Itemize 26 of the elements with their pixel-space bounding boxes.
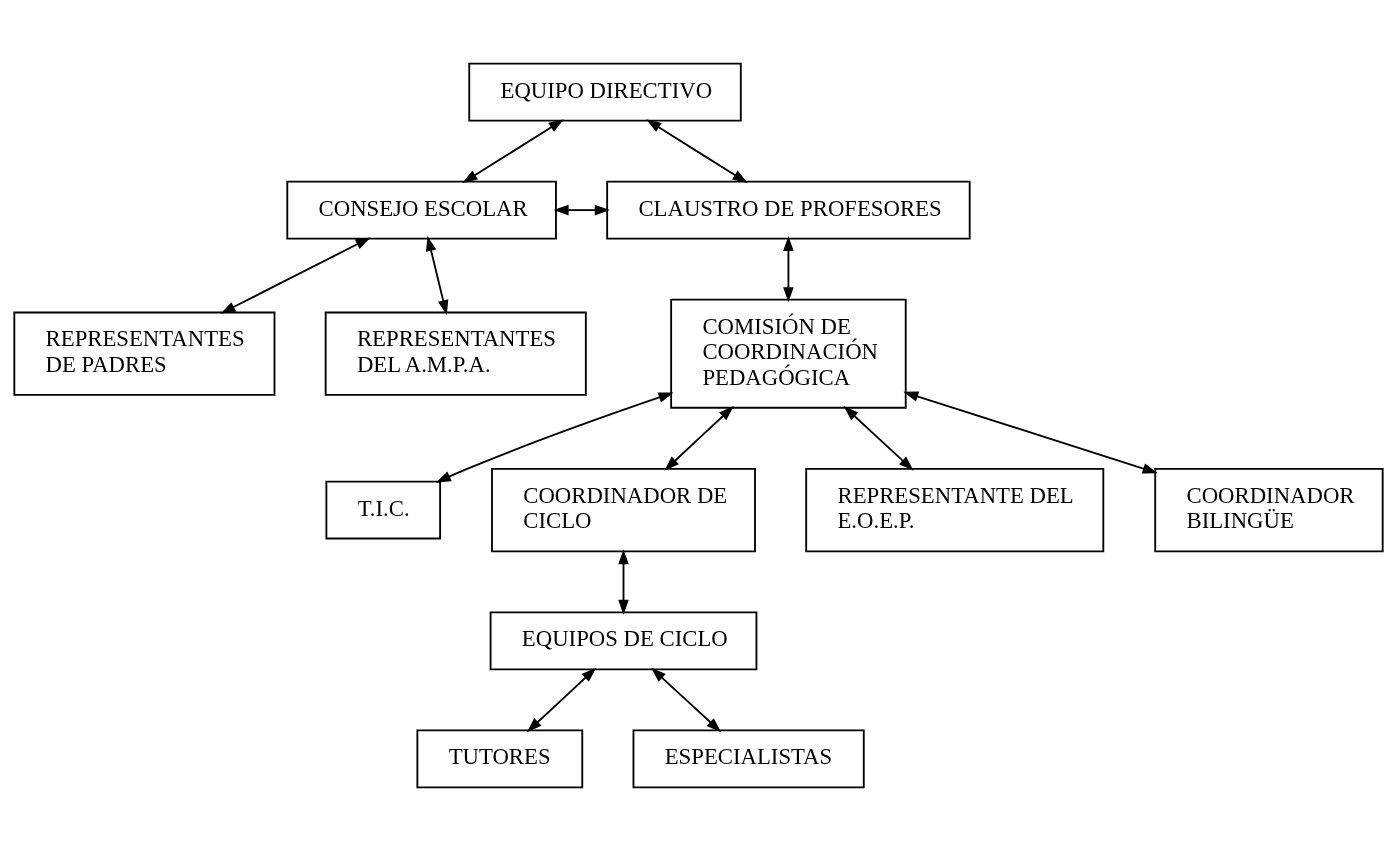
node-box: REPRESENTANTES DEL A.M.P.A. bbox=[324, 311, 587, 396]
arrow bbox=[903, 391, 1158, 474]
node-box: REPRESENTANTE DEL E.O.E.P. bbox=[805, 467, 1105, 553]
arrow bbox=[220, 237, 371, 314]
arrow bbox=[783, 235, 794, 303]
arrow bbox=[435, 392, 674, 483]
arrow bbox=[526, 667, 597, 733]
node-box: COORDINADOR BILINGÜE bbox=[1154, 467, 1384, 553]
node-box: CLAUSTRO DE PROFESORES bbox=[606, 180, 971, 240]
node-box: COMISIÓN DE COORDINACIÓN PEDAGÓGICA bbox=[670, 298, 907, 409]
node-box: COORDINADOR DE CICLO bbox=[491, 467, 756, 553]
node-box: REPRESENTANTES DE PADRES bbox=[13, 311, 276, 396]
arrow bbox=[664, 406, 734, 471]
arrow bbox=[425, 235, 449, 316]
arrow bbox=[646, 119, 748, 184]
arrow bbox=[618, 549, 629, 615]
arrow bbox=[651, 667, 722, 733]
node-box: TUTORES bbox=[416, 729, 584, 789]
arrow bbox=[462, 119, 564, 184]
node-box: T.I.C. bbox=[325, 480, 442, 540]
node-box: EQUIPOS DE CICLO bbox=[489, 611, 758, 671]
node-box: ESPECIALISTAS bbox=[632, 729, 865, 789]
node-box: EQUIPO DIRECTIVO bbox=[468, 62, 742, 122]
node-box: CONSEJO ESCOLAR bbox=[286, 180, 557, 240]
arrow bbox=[843, 406, 914, 471]
arrow bbox=[553, 204, 610, 216]
